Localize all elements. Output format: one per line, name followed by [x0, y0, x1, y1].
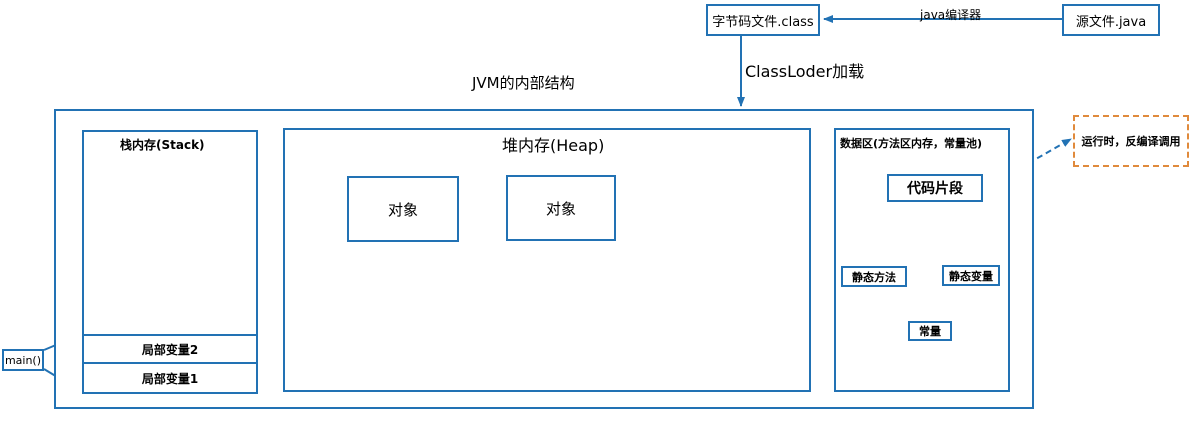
local-var-1-label: 局部变量1: [141, 371, 199, 386]
static-var-label: 静态变量: [949, 269, 993, 283]
stack-title: 栈内存(Stack): [120, 138, 205, 152]
main-label: main(): [4, 353, 42, 367]
heap-object-1-label: 对象: [387, 200, 418, 219]
heap-object-2: 对象: [506, 175, 616, 241]
static-method-box: 静态方法: [841, 266, 907, 287]
runtime-box: 运行时，反编译调用: [1073, 115, 1189, 167]
constant-label: 常量: [919, 325, 941, 338]
constant-box: 常量: [908, 321, 952, 341]
local-var-2-label: 局部变量2: [141, 342, 199, 357]
source-file-box: 源文件.java: [1062, 4, 1160, 36]
heap-title: 堆内存(Heap): [502, 136, 605, 155]
static-var-box: 静态变量: [942, 265, 1000, 286]
data-area-title: 数据区(方法区内存，常量池): [840, 137, 983, 150]
code-segment-box: 代码片段: [887, 174, 983, 202]
bytecode-file-label: 字节码文件.class: [712, 14, 814, 30]
main-box: main(): [2, 349, 44, 371]
runtime-dashed-arrow: [984, 138, 1072, 189]
heap-object-2-label: 对象: [545, 199, 576, 218]
local-var-1-box: 局部变量1: [82, 362, 258, 394]
classloader-label: ClassLoder加载: [745, 62, 865, 81]
heap-memory-box: [283, 128, 811, 392]
code-segment-label: 代码片段: [907, 181, 963, 197]
data-area-box: [834, 128, 1010, 392]
static-method-label: 静态方法: [852, 270, 896, 284]
local-var-2-box: 局部变量2: [82, 334, 258, 364]
compiler-label: java编译器: [920, 8, 982, 22]
jvm-title: JVM的内部结构: [472, 74, 575, 92]
source-file-label: 源文件.java: [1075, 14, 1147, 30]
runtime-label: 运行时，反编译调用: [1081, 135, 1181, 148]
heap-object-1: 对象: [347, 176, 459, 242]
bytecode-file-box: 字节码文件.class: [706, 4, 820, 36]
